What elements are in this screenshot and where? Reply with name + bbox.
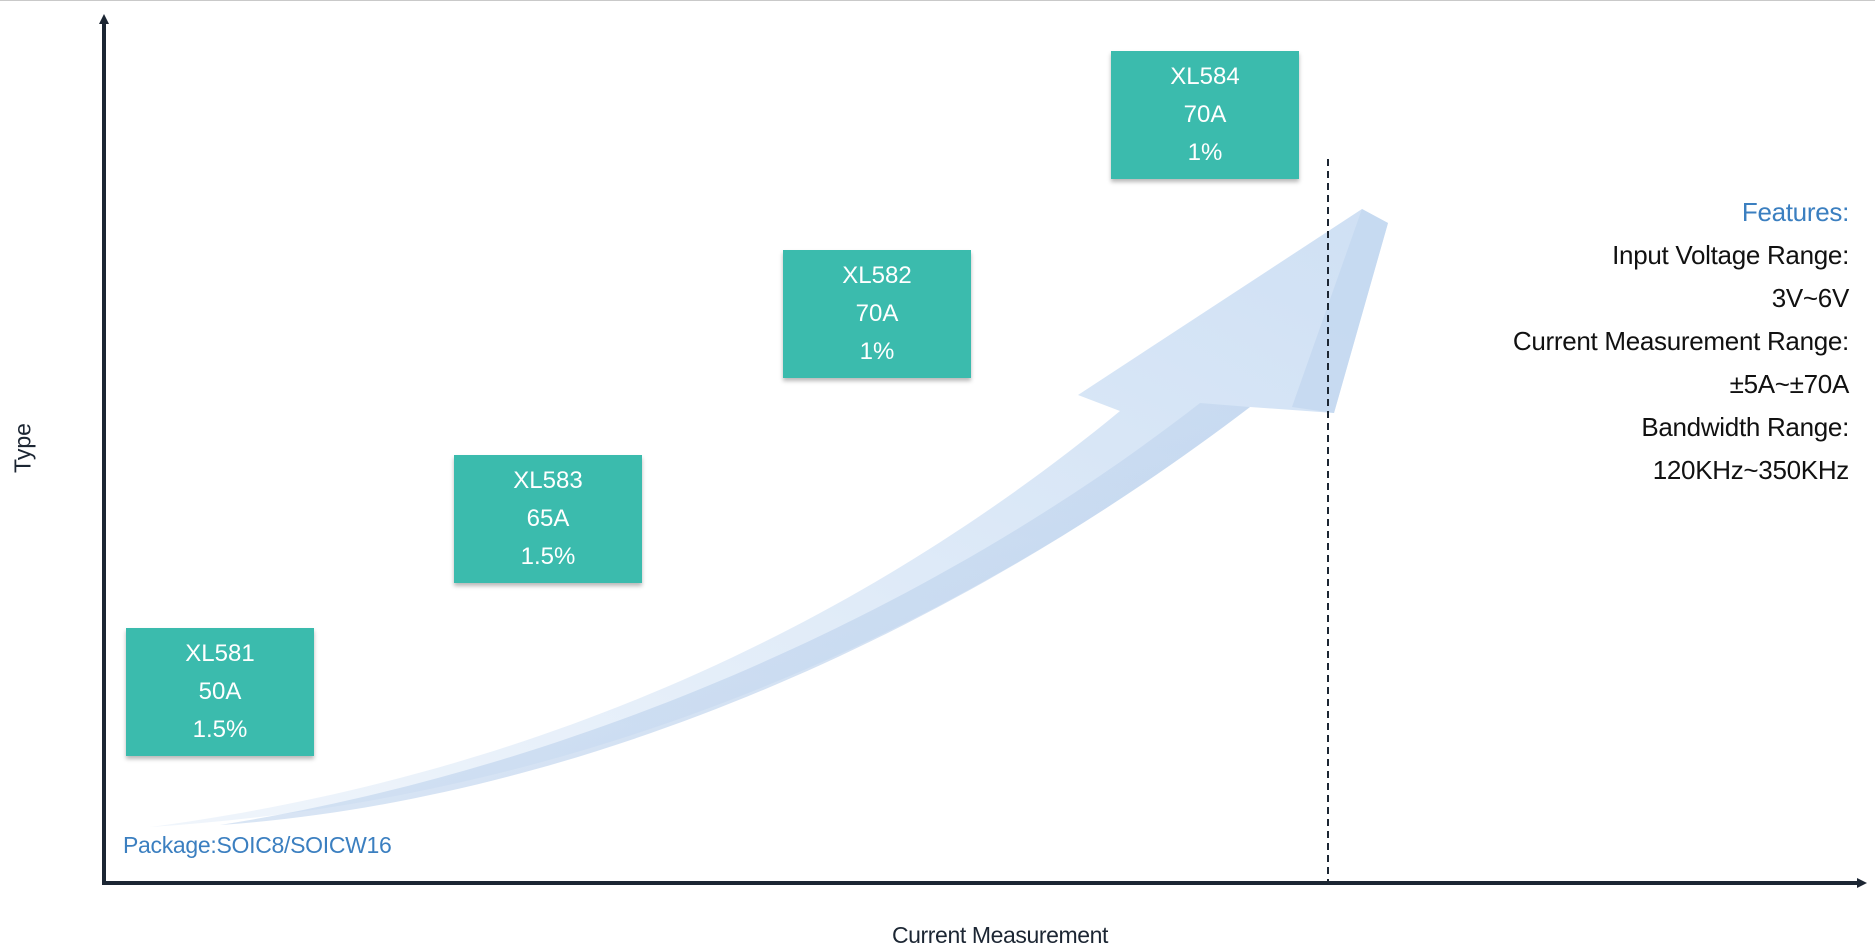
product-model: XL584: [1170, 63, 1240, 90]
x-axis-label: Current Measurement: [891, 922, 1109, 947]
feature-line: Current Measurement Range:: [1512, 326, 1849, 356]
feature-line: Input Voltage Range:: [1612, 240, 1849, 270]
product-current: 70A: [1183, 101, 1227, 128]
product-model: XL581: [185, 640, 255, 667]
curved-arrow-icon: [150, 209, 1388, 827]
product-card-xl581: XL581 50A 1.5%: [126, 628, 314, 756]
product-card-xl582: XL582 70A 1%: [783, 250, 971, 378]
product-accuracy: 1%: [859, 338, 895, 365]
product-accuracy: 1%: [1187, 139, 1223, 166]
y-axis-label: Type: [9, 423, 36, 473]
product-accuracy: 1.5%: [520, 543, 576, 570]
product-current: 50A: [198, 678, 242, 705]
product-current: 65A: [526, 505, 570, 532]
product-model: XL583: [513, 467, 583, 494]
feature-line: ±5A~±70A: [1729, 369, 1850, 399]
feature-line: Bandwidth Range:: [1641, 412, 1849, 442]
features-title: Features:: [1741, 197, 1849, 227]
feature-line: 3V~6V: [1771, 283, 1850, 313]
package-label: Package:SOIC8/SOICW16: [123, 832, 392, 858]
product-current: 70A: [855, 300, 899, 327]
product-card-xl583: XL583 65A 1.5%: [454, 455, 642, 583]
product-card-xl584: XL584 70A 1%: [1111, 51, 1299, 179]
feature-line: 120KHz~350KHz: [1652, 455, 1850, 485]
product-model: XL582: [842, 262, 912, 289]
product-accuracy: 1.5%: [192, 716, 248, 743]
features-panel: Features: Input Voltage Range: 3V~6V Cur…: [1513, 191, 1849, 492]
